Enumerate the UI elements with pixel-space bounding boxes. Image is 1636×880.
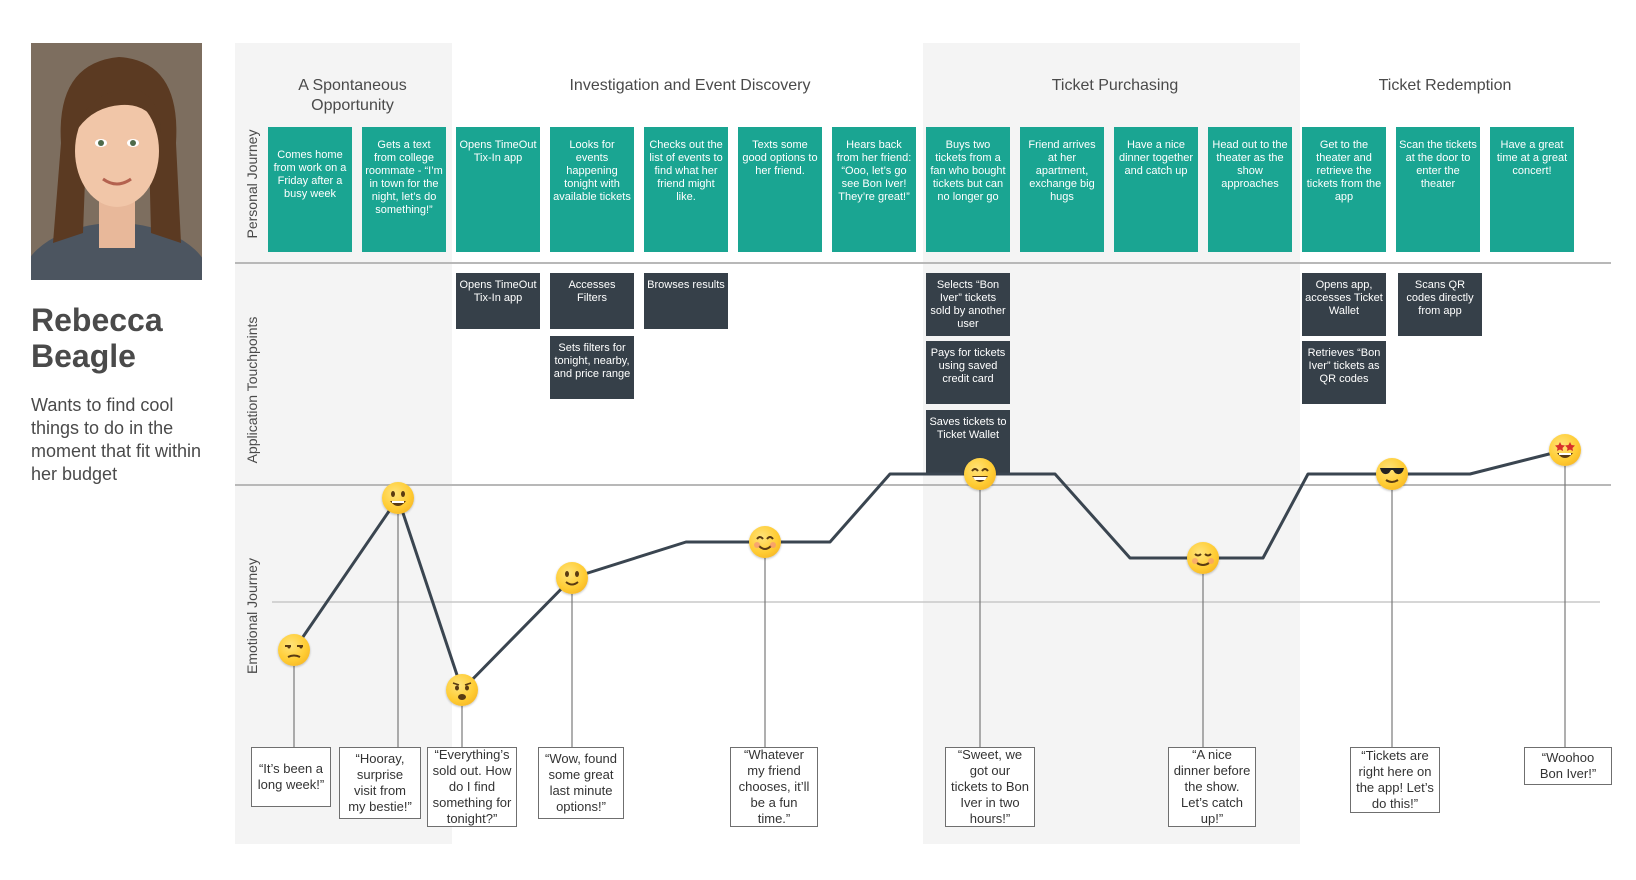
touchpoint-card: Selects “Bon Iver” tickets sold by anoth… <box>926 273 1010 336</box>
journey-card: Buys two tickets from a fan who bought t… <box>926 127 1010 252</box>
journey-card: Get to the theater and retrieve the tick… <box>1302 127 1386 252</box>
journey-card: Have a nice dinner together and catch up <box>1114 127 1198 252</box>
grinning-face-icon <box>382 482 414 514</box>
smiling-blush-face-icon <box>749 526 781 558</box>
relieved-face-icon <box>1187 542 1219 574</box>
unamused-face-icon <box>278 634 310 666</box>
journey-card: Comes home from work on a Friday after a… <box>268 127 352 252</box>
touchpoint-card: Opens app, accesses Ticket Wallet <box>1302 273 1386 336</box>
touchpoint-card: Opens TimeOut Tix-In app <box>456 273 540 329</box>
beaming-face-icon <box>964 458 996 490</box>
sunglasses-face-icon <box>1376 458 1408 490</box>
persona-goal: Wants to find cool things to do in the m… <box>31 395 202 484</box>
touchpoint-card: Retrieves “Bon Iver” tickets as QR codes <box>1302 341 1386 404</box>
touchpoint-card: Browses results <box>644 273 728 329</box>
slightly-smiling-face-icon <box>556 562 588 594</box>
phase-title-investigation: Investigation and Event Discovery <box>569 77 811 94</box>
persona-portrait-illustration <box>31 43 202 280</box>
journey-card: Gets a text from college roommate - “I’m… <box>362 127 446 252</box>
journey-card: Hears back from her friend: “Ooo, let’s … <box>832 127 916 252</box>
persona-name: Rebecca Beagle <box>31 302 163 374</box>
journey-card: Texts some good options to her friend. <box>738 127 822 252</box>
star-struck-face-icon <box>1549 434 1581 466</box>
emotion-line <box>292 448 1566 692</box>
journey-card: Friend arrives at her apartment, exchang… <box>1020 127 1104 252</box>
touchpoint-card: Sets filters for tonight, nearby, and pr… <box>550 336 634 399</box>
row-divider-bottom <box>235 484 1611 486</box>
phase-title-ticket-purchasing: Ticket Purchasing <box>1051 77 1179 94</box>
emotion-quote: “It’s been a long week!” <box>251 747 331 807</box>
journey-card: Looks for events happening tonight with … <box>550 127 634 252</box>
emotion-quote: “Sweet, we got our tickets to Bon Iver i… <box>945 747 1035 827</box>
journey-card: Head out to the theater as the show appr… <box>1208 127 1292 252</box>
emotion-quote: “Hooray, surprise visit from my bestie!” <box>339 747 421 819</box>
touchpoint-card: Accesses Filters <box>550 273 634 329</box>
emotion-quote: “A nice dinner before the show. Let’s ca… <box>1168 747 1256 827</box>
emotion-quote: “Tickets are right here on the app! Let’… <box>1350 747 1440 813</box>
touchpoint-card: Scans QR codes directly from app <box>1398 273 1482 336</box>
touchpoint-card: Pays for tickets using saved credit card <box>926 341 1010 404</box>
persona-photo <box>31 43 202 280</box>
phase-title-ticket-redemption: Ticket Redemption <box>1378 77 1512 94</box>
journey-card: Scan the tickets at the door to enter th… <box>1396 127 1480 252</box>
emotion-quote: “Woohoo Bon Iver!” <box>1524 747 1612 785</box>
row-divider-top <box>235 262 1611 264</box>
phase-title-spontaneous: A Spontaneous Opportunity <box>298 77 407 114</box>
journey-card: Have a great time at a great concert! <box>1490 127 1574 252</box>
worried-face-icon <box>446 674 478 706</box>
journey-card: Checks out the list of events to find wh… <box>644 127 728 252</box>
emotion-quote: “Everything’s sold out. How do I find so… <box>427 747 517 827</box>
emotion-quote: “Wow, found some great last minute optio… <box>538 747 624 819</box>
journey-card: Opens TimeOut Tix-In app <box>456 127 540 252</box>
emotion-quote: “Whatever my friend chooses, it’ll be a … <box>730 747 818 827</box>
